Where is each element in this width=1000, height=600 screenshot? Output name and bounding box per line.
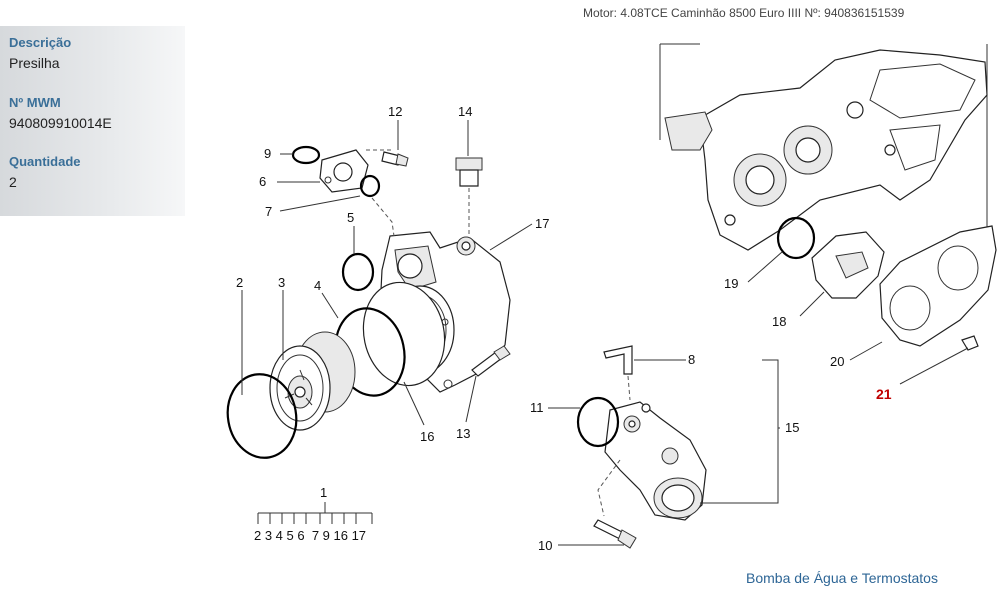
callout-11[interactable]: 11 (530, 400, 544, 415)
description-label: Descrição (9, 35, 72, 50)
bolt-10[interactable] (593, 519, 637, 549)
outlet-elbow[interactable] (604, 401, 707, 521)
callout-8[interactable]: 8 (688, 352, 695, 367)
description-value: Presilha (9, 55, 60, 71)
mwm-number-value: 940809910014E (9, 115, 112, 131)
bleed-pipe-8[interactable] (603, 345, 633, 375)
callout-17[interactable]: 17 (535, 216, 549, 231)
diagram-caption: Bomba de Água e Termostatos (746, 570, 938, 586)
callout-3[interactable]: 3 (278, 275, 285, 290)
o-ring-5[interactable] (341, 252, 375, 292)
o-ring-11[interactable] (576, 396, 620, 448)
mwm-number-label: Nº MWM (9, 95, 61, 110)
pump-impeller[interactable] (269, 331, 356, 431)
callout-5[interactable]: 5 (347, 210, 354, 225)
pump-gasket[interactable] (354, 275, 454, 393)
part-info-panel: Descrição Presilha Nº MWM 940809910014E … (0, 26, 185, 216)
group-index-numbers: 2 3 4 5 6 7 9 16 17 (254, 528, 366, 543)
callout-9[interactable]: 9 (264, 146, 271, 161)
callout-1[interactable]: 1 (320, 485, 327, 500)
callout-2[interactable]: 2 (236, 275, 243, 290)
callout-7[interactable]: 7 (265, 204, 272, 219)
o-ring-7[interactable] (359, 174, 381, 198)
callout-6[interactable]: 6 (259, 174, 266, 189)
callout-12[interactable]: 12 (388, 104, 402, 119)
clip-21[interactable] (961, 335, 979, 351)
callout-16[interactable]: 16 (420, 429, 434, 444)
group-index-bracket (257, 502, 373, 524)
callout-13[interactable]: 13 (456, 426, 470, 441)
o-ring-9[interactable] (291, 145, 321, 165)
o-ring-2[interactable] (221, 369, 303, 464)
callout-4[interactable]: 4 (314, 278, 321, 293)
thermostat-18[interactable] (811, 231, 885, 299)
callout-15[interactable]: 15 (785, 420, 799, 435)
bolt-13[interactable] (471, 345, 511, 377)
gasket-20[interactable] (879, 225, 997, 347)
bolt-12[interactable] (381, 151, 409, 167)
callout-10[interactable]: 10 (538, 538, 552, 553)
thermostat-housing[interactable] (659, 43, 988, 251)
quantity-label: Quantidade (9, 154, 81, 169)
callout-19[interactable]: 19 (724, 276, 738, 291)
callout-14[interactable]: 14 (458, 104, 472, 119)
callout-21-selected[interactable]: 21 (876, 386, 892, 402)
o-ring-19[interactable] (776, 216, 816, 260)
callout-18[interactable]: 18 (772, 314, 786, 329)
engine-header: Motor: 4.08TCE Caminhão 8500 Euro IIII N… (583, 6, 905, 20)
callout-20[interactable]: 20 (830, 354, 844, 369)
plug-14[interactable] (455, 157, 483, 187)
quantity-value: 2 (9, 174, 17, 190)
